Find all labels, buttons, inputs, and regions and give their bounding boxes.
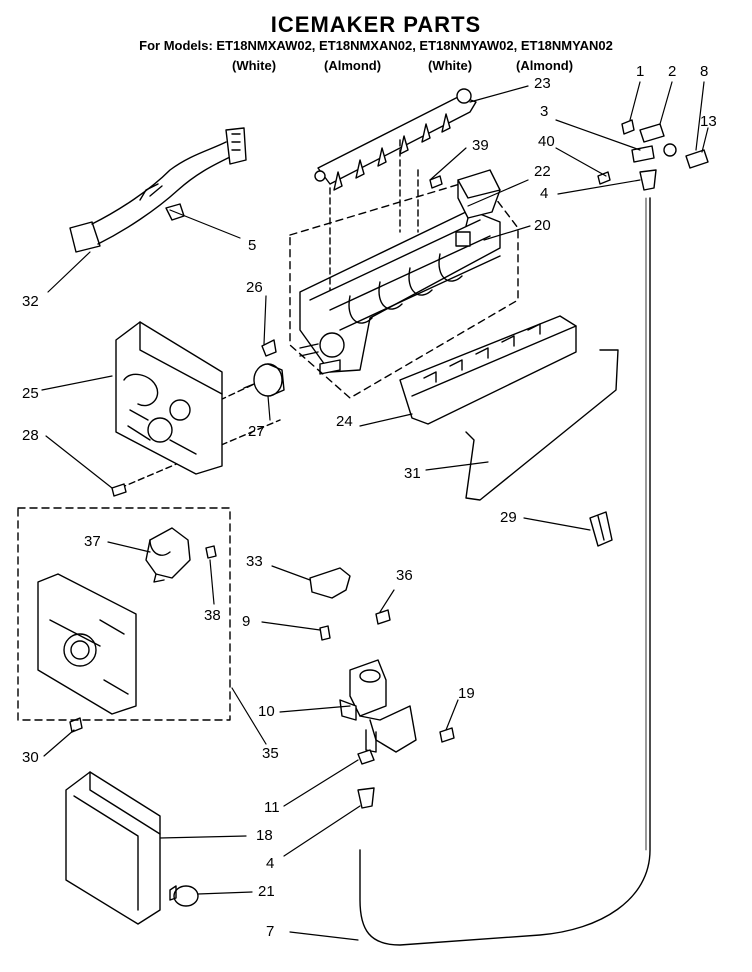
ice-stripper-part xyxy=(399,315,577,425)
callout-label: 28 xyxy=(22,427,39,444)
callout-label: 30 xyxy=(22,749,39,766)
callout-label: 4 xyxy=(540,185,549,202)
motor-module-part xyxy=(37,573,137,715)
callout-label: 13 xyxy=(700,113,717,130)
callout-label: 1 xyxy=(636,63,645,80)
callout-label: 24 xyxy=(336,413,353,430)
variant-label: (Almond) xyxy=(516,58,574,73)
knob-part xyxy=(169,885,199,907)
callout-label: 9 xyxy=(242,613,251,630)
water-fittings-part xyxy=(631,123,709,191)
callout-label: 32 xyxy=(22,293,39,310)
callout-label: 3 xyxy=(540,103,549,120)
callout-label: 26 xyxy=(246,279,263,296)
callout-label: 4 xyxy=(266,855,275,872)
callout-label: 33 xyxy=(246,553,263,570)
nut-part xyxy=(357,749,375,765)
thermostat-part xyxy=(145,527,191,583)
shutoff-arm-part xyxy=(465,349,619,501)
callout-label: 21 xyxy=(258,883,275,900)
callout-label: 19 xyxy=(458,685,475,702)
callout-label: 36 xyxy=(396,567,413,584)
callout-label: 8 xyxy=(700,63,709,80)
water-valve-part xyxy=(339,659,417,753)
motor-part xyxy=(243,363,285,397)
callout-label: 38 xyxy=(204,607,221,624)
clip-small-part xyxy=(589,511,613,547)
callout-label: 27 xyxy=(248,423,265,440)
callout-label: 11 xyxy=(264,799,280,816)
water-tube-part xyxy=(359,197,651,946)
callout-label: 20 xyxy=(534,217,551,234)
callout-label: 25 xyxy=(22,385,39,402)
variant-label: (White) xyxy=(428,58,473,73)
callout-label: 39 xyxy=(472,137,489,154)
callout-label: 35 xyxy=(262,745,279,762)
callout-label: 10 xyxy=(258,703,275,720)
wire-harness-part xyxy=(69,127,247,253)
callout-label: 2 xyxy=(668,63,677,80)
variant-label: (White) xyxy=(232,58,277,73)
front-cover-part xyxy=(65,771,161,925)
callout-label: 29 xyxy=(500,509,517,526)
variant-label: (Almond) xyxy=(324,58,382,73)
diagram-title: ICEMAKER PARTS xyxy=(270,12,482,37)
callout-label: 22 xyxy=(534,163,551,180)
tube-fitting-part xyxy=(357,787,375,809)
valve-bracket-part xyxy=(309,567,351,599)
callout-label: 40 xyxy=(538,133,555,150)
screws xyxy=(69,119,635,743)
module-outline xyxy=(17,507,231,721)
fill-cup-assembly-part xyxy=(314,88,477,191)
callout-label: 7 xyxy=(266,923,275,940)
callout-label: 37 xyxy=(84,533,101,550)
callout-label: 23 xyxy=(534,75,551,92)
callout-label: 31 xyxy=(404,465,421,482)
model-list: For Models: ET18NMXAW02, ET18NMXAN02, ET… xyxy=(139,38,613,53)
callout-label: 18 xyxy=(256,827,273,844)
callout-label: 5 xyxy=(248,237,257,254)
control-housing-part xyxy=(115,321,223,475)
leader-lines xyxy=(41,81,709,941)
clip-part xyxy=(261,339,277,357)
